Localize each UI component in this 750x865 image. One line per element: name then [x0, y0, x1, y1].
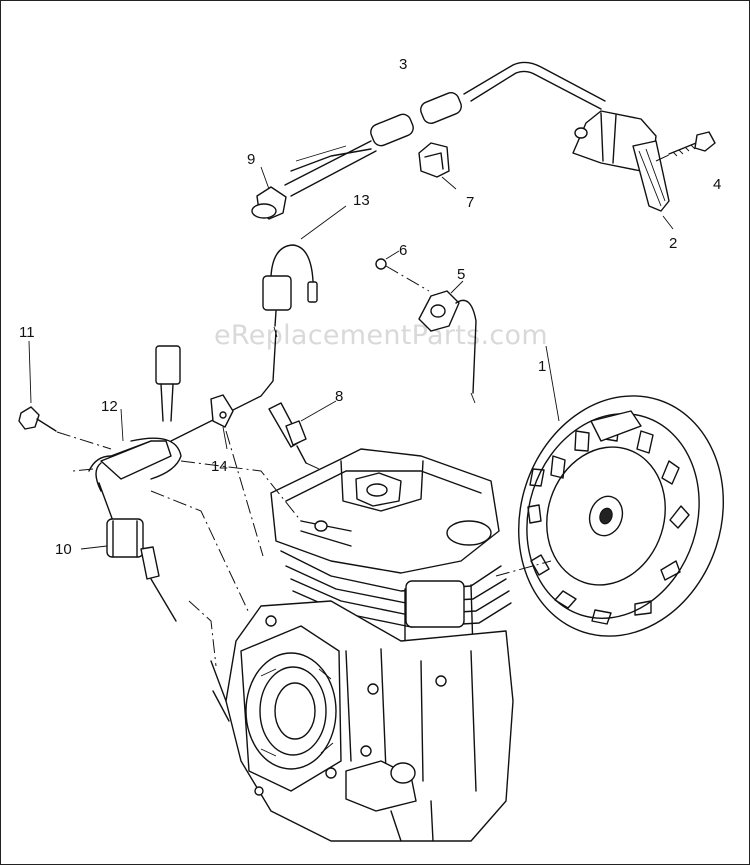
callout-4: 4 [713, 176, 721, 193]
part-6-screw [375, 250, 430, 292]
part-7-clip [418, 142, 457, 190]
part-4-bolt [655, 131, 716, 162]
part-9-plug-cap [251, 166, 287, 220]
part-10-oil-sensor [80, 482, 177, 622]
callout-7: 7 [466, 194, 474, 211]
part-8-spark-plug [268, 400, 342, 480]
assembly-lines [72, 430, 302, 667]
engine-block [210, 448, 514, 842]
part-11-bolt [18, 340, 112, 450]
callout-14: 14 [211, 458, 228, 475]
callout-6: 6 [399, 242, 407, 259]
watermark-text: eReplacementParts.com [214, 320, 548, 351]
callout-8: 8 [335, 388, 343, 405]
part-2-ignition-coil [572, 110, 674, 230]
part-5-bracket [418, 280, 477, 404]
callout-11: 11 [19, 324, 35, 341]
callout-3: 3 [399, 56, 407, 73]
part-13-sensor [262, 205, 347, 338]
callout-10: 10 [55, 541, 72, 558]
callout-1: 1 [538, 358, 546, 375]
part-12-harness [88, 330, 277, 492]
callout-13: 13 [353, 192, 370, 209]
callout-5: 5 [457, 266, 465, 283]
callout-2: 2 [669, 235, 677, 252]
part-14-clamp [210, 394, 234, 450]
part-3-ignition-cable [284, 61, 606, 197]
part-1-flywheel [495, 345, 725, 637]
callout-12: 12 [101, 398, 118, 415]
callout-9: 9 [247, 151, 255, 168]
